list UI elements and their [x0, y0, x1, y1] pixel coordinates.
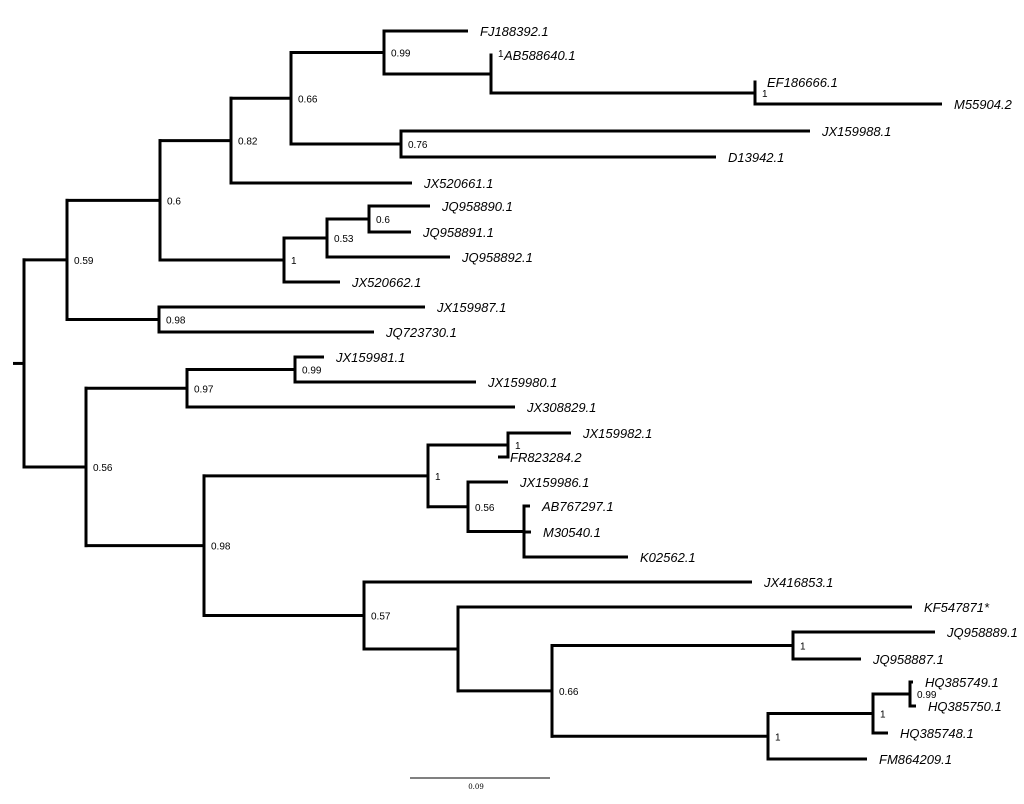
support-value-n053: 0.53	[334, 234, 354, 245]
leaf-label-jx159981-1: JX159981.1	[335, 350, 405, 365]
leaf-label-k02562-1: K02562.1	[640, 550, 696, 565]
leaf-label-jq723730-1: JQ723730.1	[385, 325, 457, 340]
leaf-label-jx308829-1: JX308829.1	[526, 400, 596, 415]
leaf-label-fr823284-2: FR823284.2	[510, 450, 582, 465]
leaf-label-jx520661-1: JX520661.1	[423, 176, 493, 191]
leaf-label-hq385748-1: HQ385748.1	[900, 726, 974, 741]
leaf-label-jx159986-1: JX159986.1	[519, 475, 589, 490]
support-value-n056: 0.56	[93, 463, 113, 474]
scale-bar: 0.09	[410, 777, 550, 791]
support-value-n056b: 0.56	[475, 503, 495, 514]
leaf-label-jx159987-1: JX159987.1	[436, 300, 506, 315]
support-value-n099c: 0.99	[917, 690, 937, 701]
leaf-label-ab767297-1: AB767297.1	[541, 499, 614, 514]
leaf-label-d13942-1: D13942.1	[728, 150, 784, 165]
leaf-label-jx159980-1: JX159980.1	[487, 375, 557, 390]
leaf-label-jx159982-1: JX159982.1	[582, 426, 652, 441]
support-values: 1 1 0.99 0.76 0.66 0.82 0.6 0.53 1 0.6 0.98 0.59 0.9…	[74, 49, 937, 744]
support-value-n098b: 0.98	[211, 542, 231, 553]
leaf-label-kf547871: KF547871*	[924, 600, 990, 615]
support-value-n099b: 0.99	[302, 366, 322, 377]
support-value-n098a: 0.98	[166, 316, 186, 327]
leaf-label-m30540-1: M30540.1	[543, 525, 601, 540]
support-value-n1c: 1	[291, 256, 297, 267]
support-value-n076: 0.76	[408, 140, 428, 151]
leaf-label-ef186666-1: EF186666.1	[767, 75, 838, 90]
support-value-n1h: 1	[880, 710, 886, 721]
leaf-label-jx520662-1: JX520662.1	[351, 275, 421, 290]
tree-branches	[13, 29, 942, 761]
scale-bar-label: 0.09	[468, 783, 484, 791]
support-value-n057: 0.57	[371, 611, 391, 622]
support-value-n1e: 1	[515, 441, 521, 452]
leaf-label-m55904-2: M55904.2	[954, 97, 1013, 112]
support-value-n059: 0.59	[74, 256, 94, 267]
support-value-n06: 0.6	[167, 196, 181, 207]
support-value-n06b: 0.6	[376, 215, 390, 226]
support-value-n099a: 0.99	[391, 49, 411, 60]
leaf-label-fj188392-1: FJ188392.1	[480, 24, 549, 39]
leaf-label-jq958887-1: JQ958887.1	[872, 652, 944, 667]
support-value-n066: 0.66	[298, 94, 318, 105]
leaf-labels: FJ188392.1AB588640.1EF186666.1M55904.2JX…	[335, 24, 1018, 767]
support-value-n1f: 1	[800, 642, 806, 653]
support-value-n097: 0.97	[194, 384, 214, 395]
leaf-label-jx416853-1: JX416853.1	[763, 575, 833, 590]
support-value-n1d: 1	[435, 472, 441, 483]
leaf-label-jq958889-1: JQ958889.1	[946, 625, 1018, 640]
support-value-n066b: 0.66	[559, 687, 579, 698]
support-value-n1b: 1	[762, 89, 768, 100]
leaf-label-fm864209-1: FM864209.1	[879, 752, 952, 767]
leaf-label-jx159988-1: JX159988.1	[821, 124, 891, 139]
leaf-label-jq958891-1: JQ958891.1	[422, 225, 494, 240]
support-value-n1a: 1	[498, 49, 504, 60]
support-value-n082: 0.82	[238, 137, 258, 148]
leaf-label-hq385749-1: HQ385749.1	[925, 675, 999, 690]
support-value-n1g: 1	[775, 732, 781, 743]
leaf-label-jq958892-1: JQ958892.1	[461, 250, 533, 265]
leaf-label-ab588640-1: AB588640.1	[503, 48, 576, 63]
leaf-label-hq385750-1: HQ385750.1	[928, 699, 1002, 714]
leaf-label-jq958890-1: JQ958890.1	[441, 199, 513, 214]
